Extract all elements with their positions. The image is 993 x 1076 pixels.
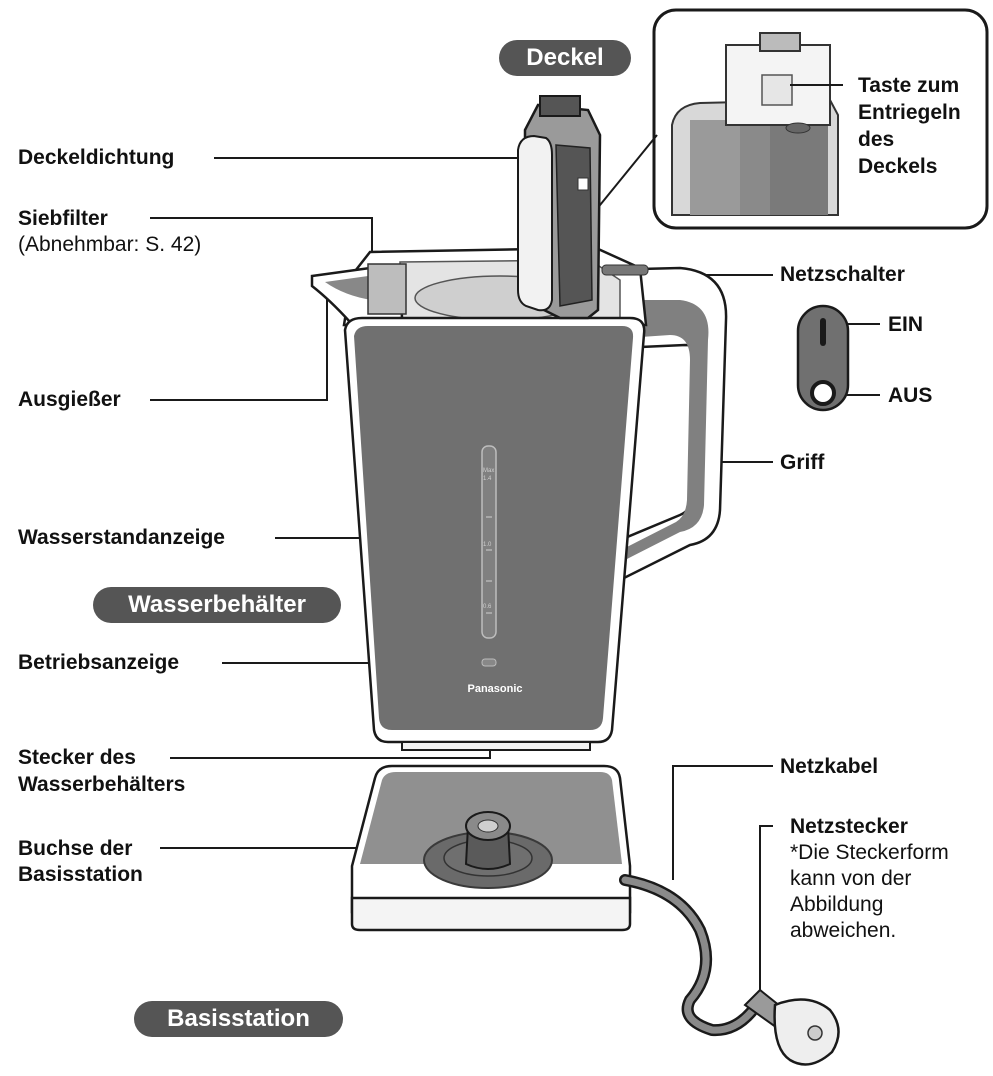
label-off: AUS xyxy=(888,384,933,407)
plug-note-line1: *Die Steckerform xyxy=(790,841,949,864)
power-plug xyxy=(743,988,840,1066)
label-plug-line2: Wasserbehälters xyxy=(18,773,186,796)
label-spout: Ausgießer xyxy=(18,388,121,411)
label-socket-line2: Basisstation xyxy=(18,863,143,886)
label-lid-seal: Deckeldichtung xyxy=(18,146,175,169)
lid xyxy=(517,95,602,320)
section-base-pill: Basisstation xyxy=(134,1001,343,1037)
section-lid-pill: Deckel xyxy=(499,40,631,76)
label-socket-line1: Buchse der xyxy=(18,837,133,860)
gauge-mark-1-0: 1.0 xyxy=(483,542,492,548)
base-station xyxy=(350,764,632,932)
gauge-mark-max: Max xyxy=(483,468,495,474)
water-gauge xyxy=(481,445,497,639)
release-line4: Deckels xyxy=(858,155,938,178)
release-line2: Entriegeln xyxy=(858,101,961,124)
power-switch-detail xyxy=(796,304,850,412)
label-indicator: Betriebsanzeige xyxy=(18,651,180,674)
label-power-switch: Netzschalter xyxy=(780,263,905,286)
gauge-mark-1-4: 1.4 xyxy=(483,476,492,482)
label-power-plug: Netzstecker xyxy=(790,815,908,838)
lid-release-inset xyxy=(652,8,989,230)
brand-logo: Panasonic xyxy=(467,683,523,695)
plug-note-line2: kann von der xyxy=(790,867,912,890)
release-line1: Taste zum xyxy=(858,74,960,97)
label-handle: Griff xyxy=(780,451,825,474)
section-container-pill: Wasserbehälter xyxy=(93,587,341,623)
label-plug-line1: Stecker des xyxy=(18,746,136,769)
label-on: EIN xyxy=(888,313,924,336)
plug-note-line4: abweichen. xyxy=(790,919,897,942)
label-water-gauge: Wasserstandanzeige xyxy=(18,526,225,549)
label-power-cord: Netzkabel xyxy=(780,755,879,778)
gauge-mark-0-6: 0.6 xyxy=(483,604,492,610)
release-line3: des xyxy=(858,128,895,151)
power-cord xyxy=(619,874,781,1037)
power-indicator-lamp xyxy=(481,658,497,667)
plug-note-line3: Abbildung xyxy=(790,893,884,916)
label-filter: Siebfilter xyxy=(18,207,108,230)
label-filter-note: (Abnehmbar: S. 42) xyxy=(18,233,202,256)
spout xyxy=(310,263,407,324)
